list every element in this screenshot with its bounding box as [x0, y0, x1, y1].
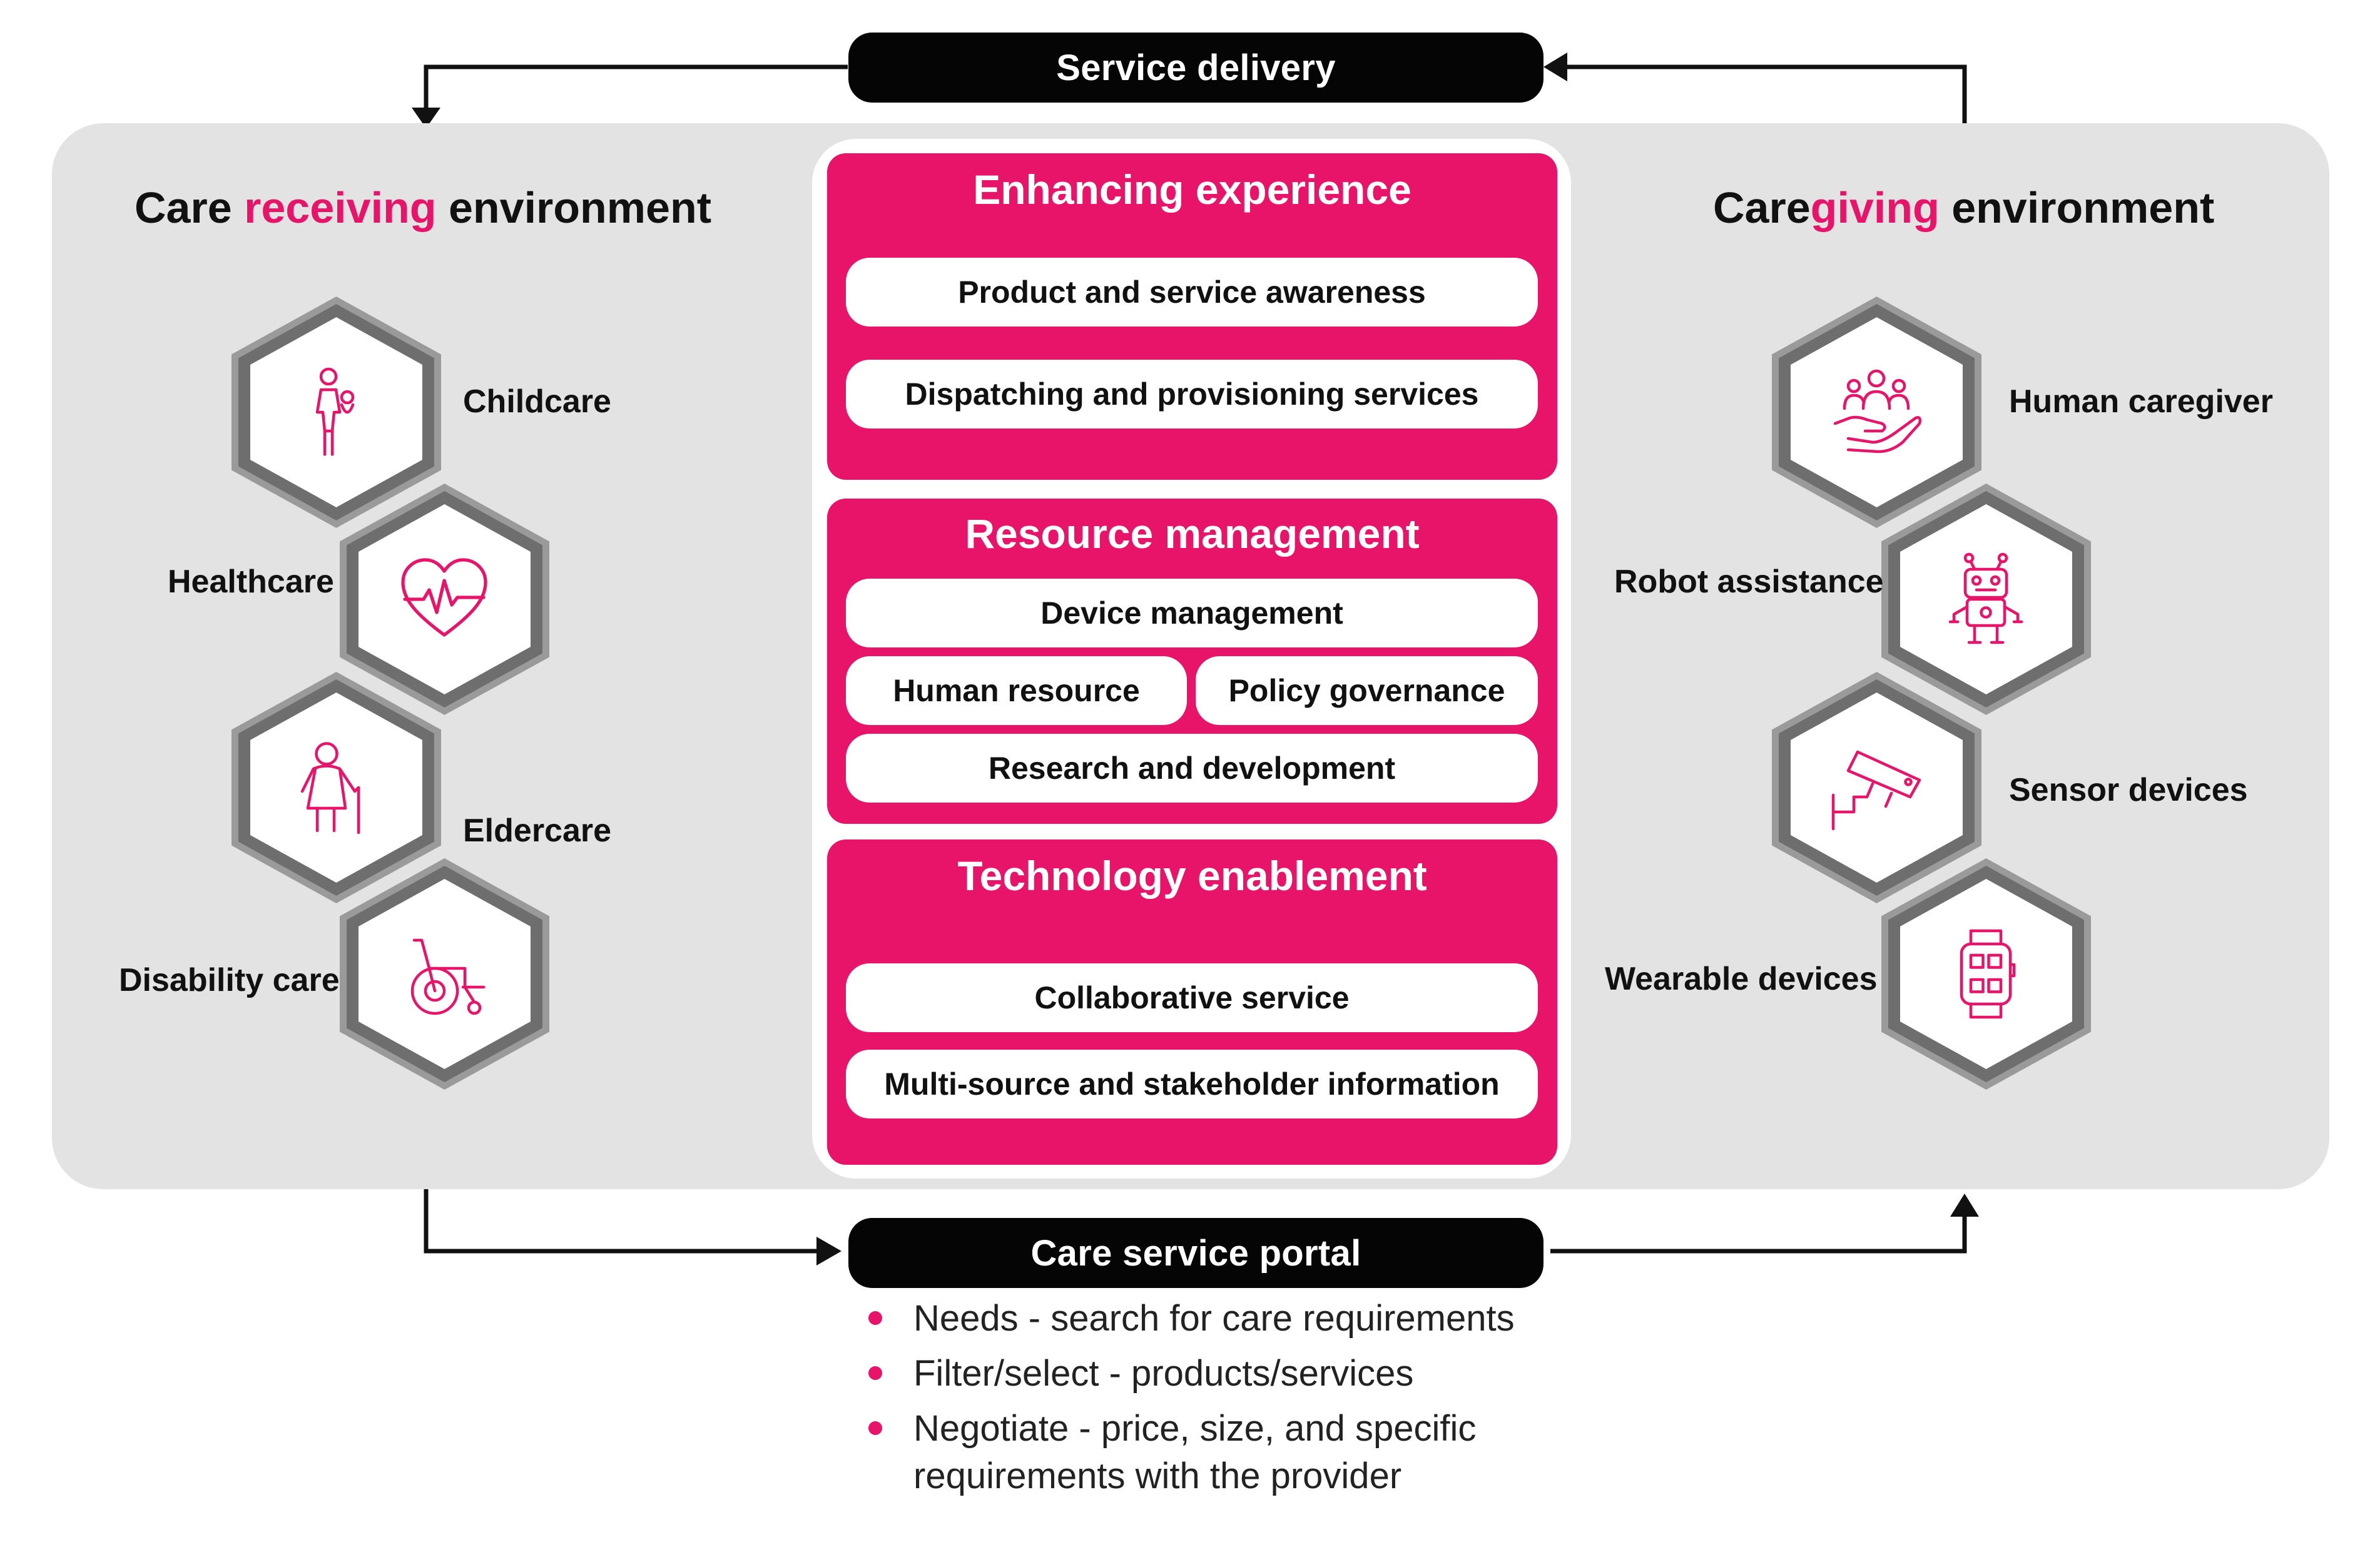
robot-assistance-label: Robot assistance [1614, 564, 1884, 600]
pill-label: Device management [1040, 596, 1343, 631]
security-camera-icon [1831, 750, 1921, 831]
bullet-dot [868, 1421, 882, 1435]
human-caregiver-label: Human caregiver [2009, 383, 2273, 420]
bullet-text: Filter/select - products/services [913, 1353, 1414, 1394]
wheelchair-icon [410, 938, 486, 1015]
arrow-bottom-left [424, 1189, 826, 1254]
smartwatch-icon [1960, 929, 2016, 1019]
arrowhead-top-left [412, 108, 440, 128]
caregiving-title: Caregiving environment [1713, 183, 2214, 233]
human-resource-pill: Human resource [846, 656, 1187, 725]
robot-assistance-hex [1881, 484, 2091, 715]
care-receiving-title: Care receiving environment [135, 183, 711, 233]
care-service-portal-pill: Care service portal [848, 1218, 1543, 1288]
title-highlight: receiving [244, 183, 437, 232]
disability-care-hex [340, 858, 549, 1090]
care-service-portal-label: Care service portal [1030, 1232, 1361, 1274]
bullet-filter: Filter/select - products/services [857, 1350, 1545, 1397]
arrowhead-top-right [1543, 53, 1567, 81]
bullet-needs: Needs - search for care requirements [857, 1295, 1545, 1342]
bullet-negotiate: Negotiate - price, size, and specific re… [857, 1405, 1545, 1500]
eldercare-hex [231, 672, 441, 903]
childcare-hex [231, 297, 441, 528]
collaborative-service-pill: Collaborative service [846, 963, 1538, 1032]
eldercare-label: Eldercare [463, 813, 612, 849]
arrowhead-bottom-left [816, 1237, 842, 1265]
sensor-devices-label: Sensor devices [2009, 772, 2248, 808]
wearable-devices-hex [1881, 858, 2091, 1090]
human-caregiver-hex [1772, 297, 1981, 528]
arrowhead-bottom-right [1950, 1194, 1979, 1217]
healthcare-label: Healthcare [168, 564, 334, 600]
device-management-pill: Device management [846, 579, 1538, 647]
pill-label: Research and development [988, 751, 1396, 786]
resource-management-title: Resource management [965, 510, 1420, 557]
healthcare-hex [340, 484, 549, 715]
service-delivery-label: Service delivery [1056, 47, 1336, 88]
research-development-pill: Research and development [846, 734, 1538, 803]
bullet-dot [868, 1366, 882, 1380]
dispatching-provisioning-pill: Dispatching and provisioning services [846, 360, 1538, 429]
title-part: Care [1713, 183, 1811, 232]
bullet-text: Negotiate - price, size, and specific re… [913, 1408, 1477, 1496]
title-part: Care [135, 183, 245, 232]
caring-hand-people-icon [1833, 369, 1921, 454]
child-with-adult-icon [315, 367, 355, 456]
title-highlight: giving [1810, 183, 1940, 232]
product-service-awareness-pill: Product and service awareness [846, 258, 1538, 327]
arrow-bottom-right [1550, 1210, 1967, 1254]
disability-care-label: Disability care [119, 962, 340, 998]
service-delivery-pill: Service delivery [848, 33, 1543, 103]
portal-bullet-list: Needs - search for care requirements Fil… [857, 1295, 1545, 1508]
sensor-devices-hex [1772, 672, 1981, 903]
multi-source-info-pill: Multi-source and stakeholder information [846, 1050, 1538, 1118]
title-part: environment [436, 183, 712, 232]
elderly-person-cane-icon [300, 742, 360, 834]
arrow-top-left [424, 64, 848, 113]
bullet-text: Needs - search for care requirements [913, 1298, 1515, 1339]
robot-icon [1948, 552, 2023, 644]
pill-label: Product and service awareness [958, 275, 1426, 310]
heart-pulse-icon [401, 558, 487, 637]
arrow-top-right [1561, 64, 1967, 123]
childcare-label: Childcare [463, 383, 611, 420]
wearable-devices-label: Wearable devices [1605, 961, 1878, 997]
pill-label: Policy governance [1228, 673, 1505, 708]
policy-governance-pill: Policy governance [1196, 656, 1538, 725]
enhancing-experience-title: Enhancing experience [973, 166, 1411, 213]
technology-enablement-title: Technology enablement [957, 853, 1427, 899]
pill-label: Human resource [893, 673, 1140, 708]
pill-label: Collaborative service [1034, 980, 1350, 1015]
title-part: environment [1939, 183, 2215, 232]
bullet-dot [868, 1311, 882, 1325]
pill-label: Dispatching and provisioning services [905, 377, 1479, 412]
pill-label: Multi-source and stakeholder information [884, 1067, 1500, 1102]
